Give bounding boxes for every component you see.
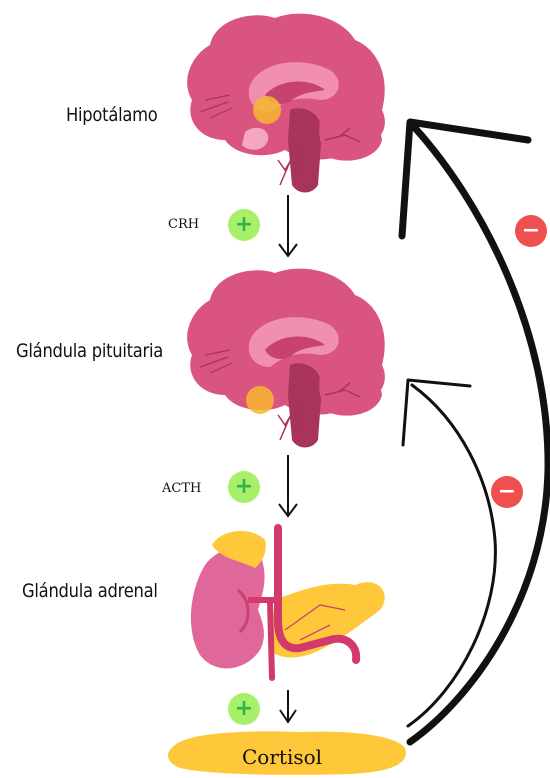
label-hypothalamus: Hipotálamo — [66, 104, 158, 126]
label-cortisol: Cortisol — [242, 745, 322, 769]
label-adrenal: Glándula adrenal — [22, 580, 158, 602]
plus-icon-acth: + — [228, 471, 260, 503]
label-crh: CRH — [168, 217, 199, 232]
label-pituitary: Glándula pituitaria — [16, 340, 163, 362]
label-acth: ACTH — [162, 481, 201, 496]
arrow-adrenal-to-cortisol — [280, 690, 296, 722]
plus-icon-crh: + — [228, 209, 260, 241]
pituitary-brain-icon — [187, 269, 385, 448]
arrow-hypothalamus-to-pituitary — [279, 195, 297, 256]
plus-icon-cortisol: + — [228, 693, 260, 725]
arrow-pituitary-to-adrenal — [279, 455, 297, 516]
minus-icon-hypothalamus: − — [515, 215, 547, 247]
kidney-adrenal-icon — [191, 528, 385, 678]
minus-icon-pituitary: − — [491, 476, 523, 508]
brain-icon — [187, 14, 385, 193]
